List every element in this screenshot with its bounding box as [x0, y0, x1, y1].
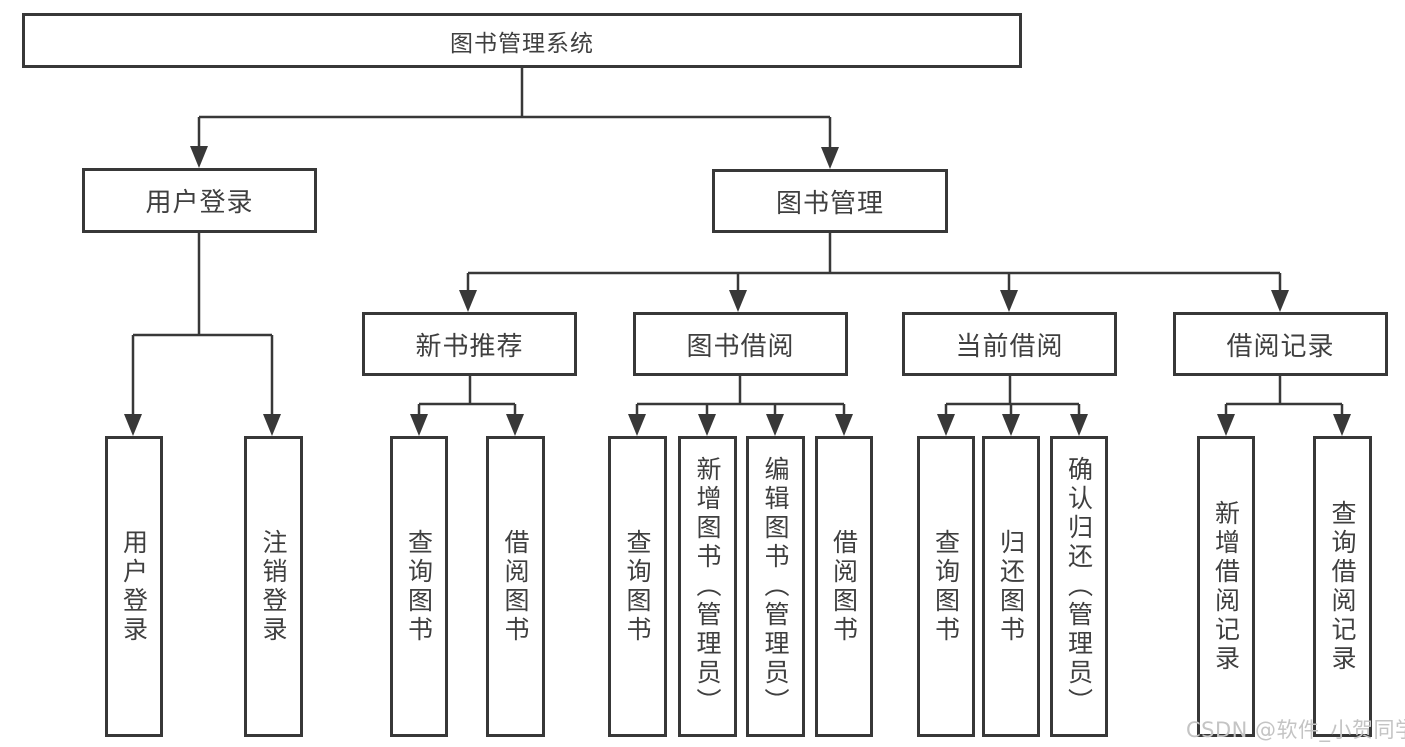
node-library-management-system: 图书管理系统	[22, 13, 1022, 68]
arrowhead-icon	[1002, 414, 1020, 436]
connector-book-borrow-branch	[628, 376, 853, 436]
arrowhead-icon	[1000, 290, 1018, 312]
arrowhead-icon	[190, 146, 208, 168]
connector-borrow-records-branch	[1217, 376, 1351, 436]
arrowhead-icon	[729, 290, 747, 312]
leaf-records-query-record: 查询借阅记录	[1313, 436, 1372, 737]
arrowhead-icon	[1217, 414, 1235, 436]
leaf-newbook-query-books: 查询图书	[390, 436, 448, 737]
leaf-borrow-edit-books-admin: 编辑图书（管理员）	[746, 436, 805, 737]
connector-current-borrow-branch	[937, 376, 1088, 436]
arrowhead-icon	[628, 414, 646, 436]
arrowhead-icon	[698, 414, 716, 436]
node-current-borrow: 当前借阅	[902, 312, 1117, 376]
connector-root-to-level2	[190, 68, 839, 169]
leaf-current-return-books: 归还图书	[982, 436, 1040, 737]
arrowhead-icon	[1070, 414, 1088, 436]
leaf-records-add-record: 新增借阅记录	[1197, 436, 1255, 737]
arrowhead-icon	[459, 290, 477, 312]
leaf-current-confirm-return-admin: 确认归还（管理员）	[1050, 436, 1108, 737]
arrowhead-icon	[937, 414, 955, 436]
leaf-borrow-query-books: 查询图书	[608, 436, 667, 737]
leaf-borrow-borrow-books: 借阅图书	[815, 436, 873, 737]
arrowhead-icon	[506, 414, 524, 436]
leaf-user-login: 用户登录	[105, 436, 163, 737]
arrowhead-icon	[835, 414, 853, 436]
node-book-management: 图书管理	[712, 169, 948, 233]
arrowhead-icon	[410, 414, 428, 436]
arrowhead-icon	[124, 414, 142, 436]
leaf-borrow-add-books-admin: 新增图书（管理员）	[678, 436, 737, 737]
arrowhead-icon	[821, 147, 839, 169]
leaf-newbook-borrow-books: 借阅图书	[486, 436, 545, 737]
leaf-current-query-books: 查询图书	[917, 436, 975, 737]
connector-book-management-branch	[459, 233, 1289, 312]
connector-new-book-branch	[410, 376, 524, 436]
leaf-logout: 注销登录	[244, 436, 303, 737]
node-user-login: 用户登录	[82, 168, 317, 233]
arrowhead-icon	[1333, 414, 1351, 436]
arrowhead-icon	[263, 414, 281, 436]
node-new-book-recommend: 新书推荐	[362, 312, 577, 376]
arrowhead-icon	[1271, 290, 1289, 312]
node-borrow-records: 借阅记录	[1173, 312, 1388, 376]
watermark: CSDN @软件_小贺同学	[1186, 718, 1405, 742]
node-book-borrow: 图书借阅	[633, 312, 848, 376]
connector-user-login-branch	[124, 233, 281, 436]
arrowhead-icon	[766, 414, 784, 436]
